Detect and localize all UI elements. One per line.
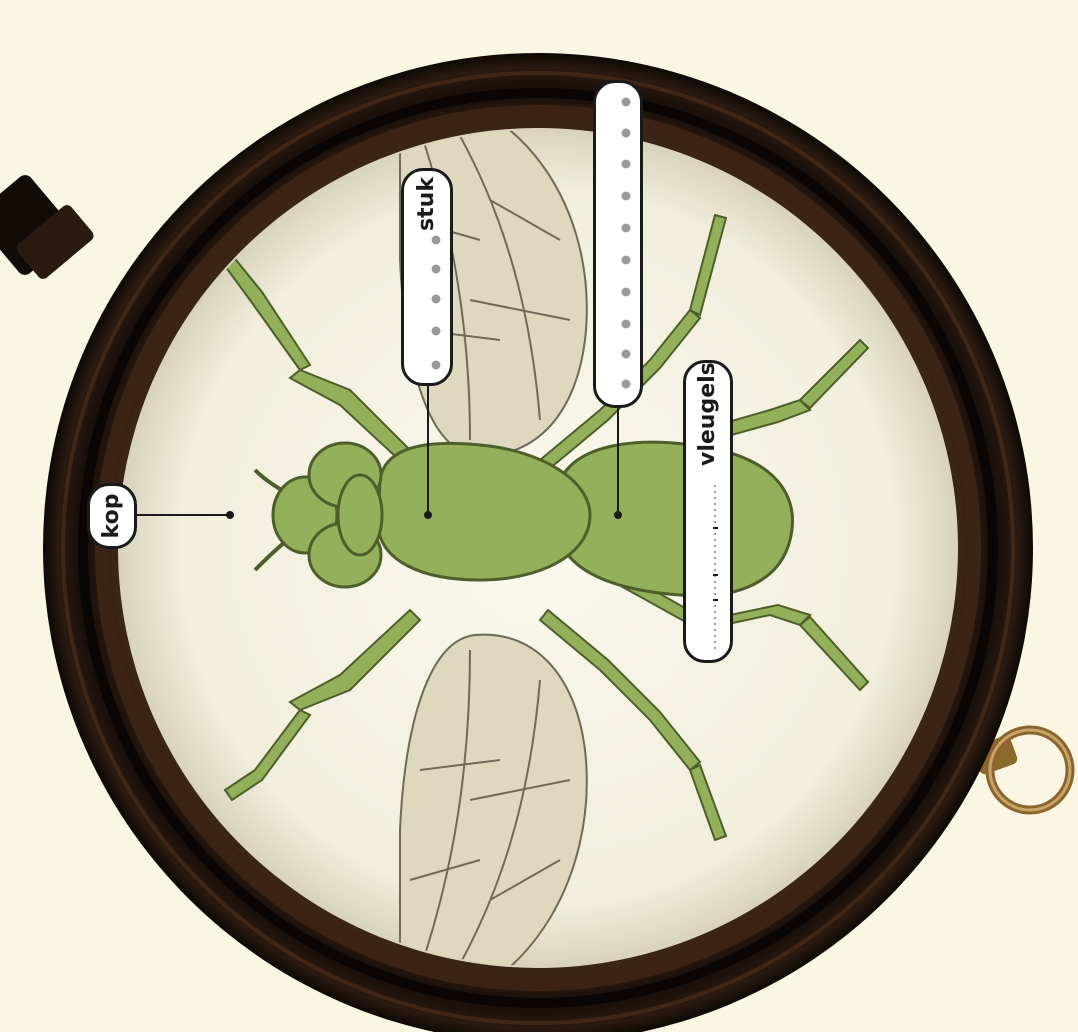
blank-dots-answer xyxy=(593,80,643,408)
magnifier-handle xyxy=(0,172,96,281)
blank-dots-stuk xyxy=(401,168,453,386)
abdomen xyxy=(560,442,792,596)
writing-line-vleugels xyxy=(683,360,733,663)
label-kop: kop xyxy=(98,484,126,548)
